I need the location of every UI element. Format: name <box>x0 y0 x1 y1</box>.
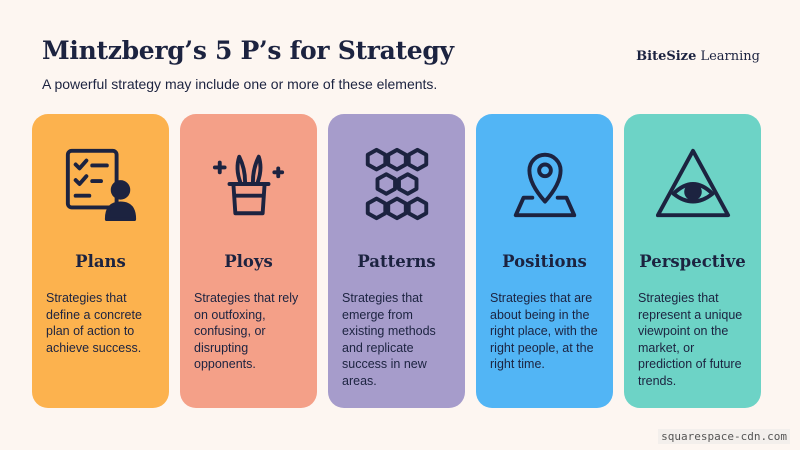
eye-triangle-icon <box>624 144 761 224</box>
brand-logo-rest: Learning <box>696 49 760 64</box>
card-title: Perspective <box>639 252 746 271</box>
checklist-person-icon <box>32 144 169 224</box>
card-title: Plans <box>75 252 126 271</box>
page-subtitle: A powerful strategy may include one or m… <box>42 76 438 92</box>
brand-logo: BiteSize Learning <box>636 49 760 64</box>
map-pin-icon <box>476 144 613 224</box>
card-positions: Positions Strategies that are about bein… <box>476 114 613 408</box>
source-watermark: squarespace-cdn.com <box>658 429 790 444</box>
card-description: Strategies that emerge from existing met… <box>342 291 436 388</box>
page-title: Mintzberg’s 5 P’s for Strategy <box>42 36 454 65</box>
card-description: Strategies that rely on outfoxing, confu… <box>194 291 299 371</box>
card-title: Ploys <box>224 252 273 271</box>
magic-hat-icon <box>180 144 317 224</box>
honeycomb-icon <box>328 144 465 224</box>
card-description: Strategies that are about being in the r… <box>490 291 598 371</box>
card-title: Positions <box>502 252 587 271</box>
card-plans: Plans Strategies that define a concrete … <box>32 114 169 408</box>
strategy-cards: Plans Strategies that define a concrete … <box>32 114 761 408</box>
card-description: Strategies that define a concrete plan o… <box>46 291 142 355</box>
card-patterns: Patterns Strategies that emerge from exi… <box>328 114 465 408</box>
card-perspective: Perspective Strategies that represent a … <box>624 114 761 408</box>
card-ploys: Ploys Strategies that rely on outfoxing,… <box>180 114 317 408</box>
brand-logo-bold: BiteSize <box>636 49 697 64</box>
card-title: Patterns <box>357 252 436 271</box>
card-description: Strategies that represent a unique viewp… <box>638 291 743 388</box>
